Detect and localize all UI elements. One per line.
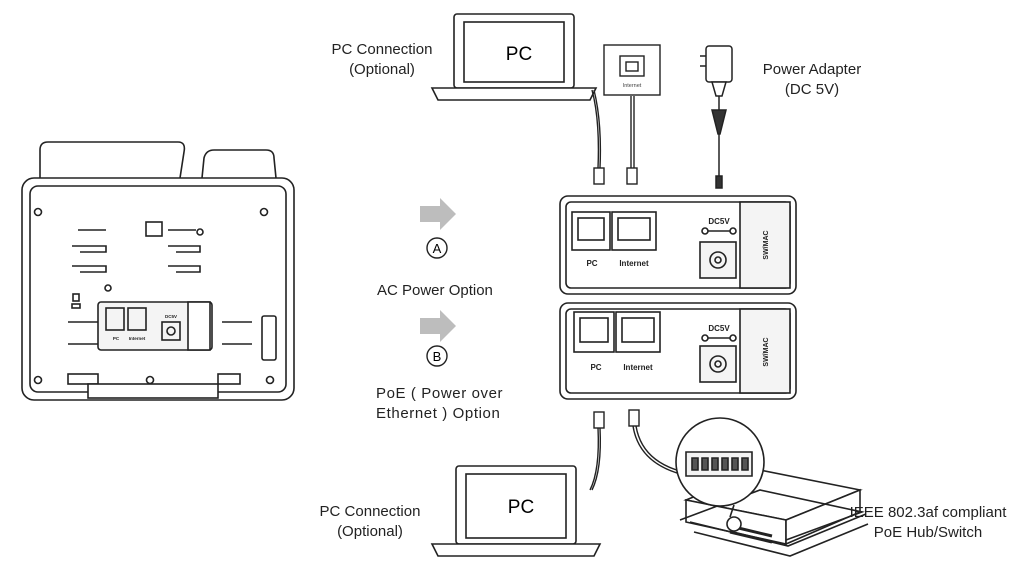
laptop-bottom-label: PC [508, 497, 534, 518]
internet-wall-jack [603, 44, 661, 96]
port-panel-b [559, 302, 797, 400]
label-pc-connection-bottom: PC Connection (Optional) [300, 502, 440, 542]
port-panel-a [559, 195, 797, 295]
label-poe-switch-line2: PoE Hub/Switch [873, 524, 983, 541]
phone-pc-port-label: PC [113, 336, 120, 341]
label-poe-switch-line1: IEEE 802.3af compliant [849, 504, 1007, 521]
label-pc-connection-bottom-line2: (Optional) [337, 523, 403, 540]
panel-b-internet-port-label: Internet [623, 363, 653, 372]
label-poe-option: PoE ( Power over Ethernet ) Option [376, 384, 503, 424]
cables-top [591, 89, 638, 185]
panel-b-dc-label: DC5V [708, 324, 730, 333]
phone-internet-port-label: Internet [129, 336, 146, 341]
laptop-bottom [430, 465, 602, 557]
desk-phone-back-view [21, 141, 295, 401]
marker-a: A [433, 241, 442, 256]
arrow-b-icon [420, 310, 456, 342]
label-poe-switch: IEEE 802.3af compliant PoE Hub/Switch [836, 503, 1020, 543]
label-pc-connection-top-line2: (Optional) [349, 61, 415, 78]
arrow-a-icon [420, 198, 456, 230]
power-adapter-icon [700, 45, 733, 189]
panel-b-pc-port-label: PC [590, 363, 601, 372]
wall-jack-label: Internet [623, 83, 642, 89]
panel-a-side-label: SW/MAC [763, 230, 770, 259]
panel-a-internet-port-label: Internet [619, 259, 649, 268]
label-pc-connection-top-line1: PC Connection [331, 41, 433, 58]
panel-b-side-label: SW/MAC [763, 337, 770, 366]
laptop-top-label: PC [506, 44, 532, 65]
label-pc-connection-top: PC Connection (Optional) [312, 40, 452, 80]
label-power-adapter-line1: Power Adapter [762, 61, 862, 78]
panel-a-pc-port-label: PC [586, 259, 597, 268]
label-pc-connection-bottom-line1: PC Connection [319, 503, 421, 520]
poe-switch-icon [675, 417, 869, 557]
label-ac-power-option: AC Power Option [377, 282, 493, 299]
phone-dc-label: DC5V [165, 314, 177, 319]
label-power-adapter-line2: (DC 5V) [784, 81, 840, 98]
marker-b: B [433, 349, 442, 364]
marker-b-circle [426, 345, 448, 367]
laptop-top [430, 13, 598, 101]
panel-a-dc-label: DC5V [708, 217, 730, 226]
marker-a-circle [426, 237, 448, 259]
label-poe-option-line2: Ethernet ) Option [376, 405, 501, 422]
label-power-adapter: Power Adapter (DC 5V) [744, 60, 880, 100]
label-poe-option-line1: PoE ( Power over [376, 385, 504, 402]
